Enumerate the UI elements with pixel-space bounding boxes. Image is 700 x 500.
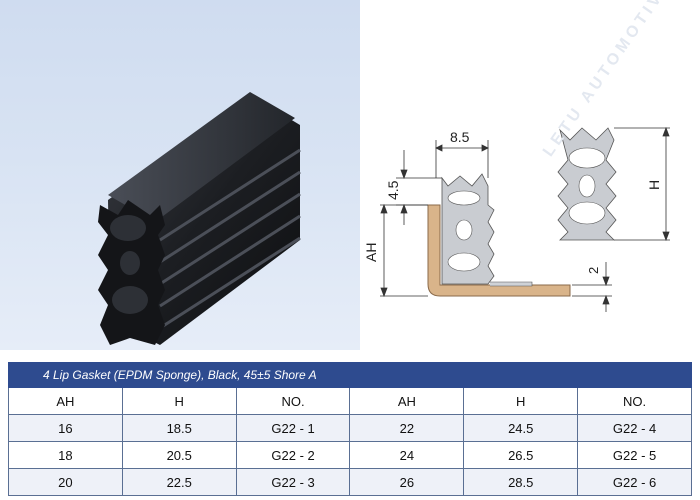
table-row: 20 22.5 G22 - 3 26 28.5 G22 - 6: [8, 468, 692, 496]
cell-no: G22 - 2: [235, 441, 351, 469]
cell-ah: 22: [349, 414, 465, 442]
product-photo-panel: [0, 0, 360, 350]
dim-h-label: H: [646, 180, 662, 190]
cell-no: G22 - 1: [235, 414, 351, 442]
cell-ah: 18: [8, 441, 123, 469]
cell-no: G22 - 4: [577, 414, 692, 442]
dim-lip-label: 4.5: [385, 180, 401, 200]
cell-ah: 20: [8, 468, 123, 496]
table-row: 18 20.5 G22 - 2 24 26.5 G22 - 5: [8, 441, 692, 469]
cell-h: 20.5: [121, 441, 237, 469]
technical-drawing-panel: 8.5 4.5 AH H 2: [360, 0, 700, 350]
dim-width-label: 8.5: [450, 129, 470, 145]
cell-h: 18.5: [121, 414, 237, 442]
dim-ah-label: AH: [363, 243, 379, 262]
cell-no: G22 - 5: [577, 441, 692, 469]
cell-no: G22 - 6: [577, 468, 692, 496]
table-title-row: 4 Lip Gasket (EPDM Sponge), Black, 45±5 …: [8, 362, 692, 388]
table-title: 4 Lip Gasket (EPDM Sponge), Black, 45±5 …: [8, 362, 692, 388]
table-header-row: AH H NO. AH H NO.: [8, 387, 692, 415]
col-header-h-2: H: [463, 387, 579, 415]
cell-h: 28.5: [463, 468, 579, 496]
col-header-ah-2: AH: [349, 387, 465, 415]
table-row: 16 18.5 G22 - 1 22 24.5 G22 - 4: [8, 414, 692, 442]
gasket-product-photo: [98, 92, 301, 345]
cell-ah: 16: [8, 414, 123, 442]
cell-no: G22 - 3: [235, 468, 351, 496]
col-header-h: H: [121, 387, 237, 415]
cell-h: 26.5: [463, 441, 579, 469]
col-header-no-2: NO.: [577, 387, 692, 415]
cell-h: 22.5: [121, 468, 237, 496]
col-header-no: NO.: [235, 387, 351, 415]
dim-base-label: 2: [586, 267, 601, 274]
cell-ah: 24: [349, 441, 465, 469]
col-header-ah: AH: [8, 387, 123, 415]
cell-h: 24.5: [463, 414, 579, 442]
cell-ah: 26: [349, 468, 465, 496]
gasket-dimension-drawing: 8.5 4.5 AH H 2: [363, 126, 670, 312]
spec-table: 4 Lip Gasket (EPDM Sponge), Black, 45±5 …: [8, 362, 692, 496]
